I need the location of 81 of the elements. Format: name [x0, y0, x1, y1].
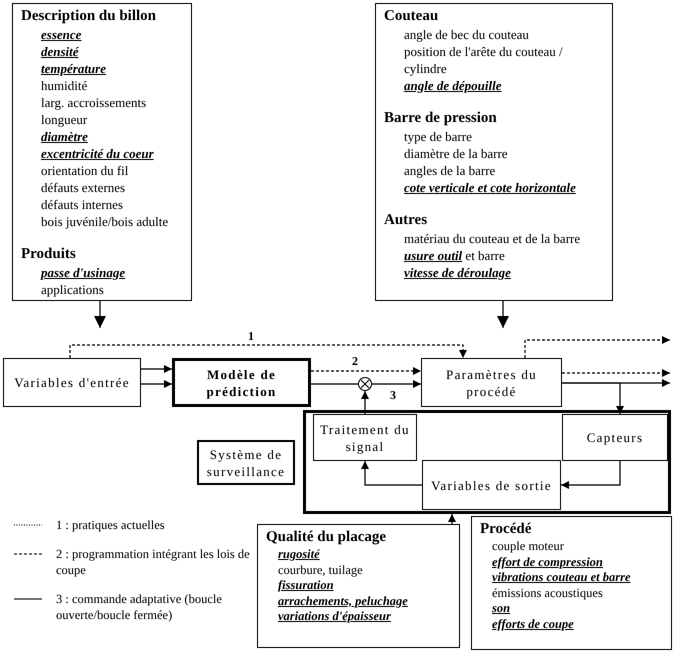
- system-frame: [303, 410, 671, 514]
- list-item: cote verticale et cote horizontale: [403, 179, 577, 196]
- section-heading: Autres: [384, 211, 428, 230]
- list-item: diamètre: [40, 128, 89, 145]
- arrow: [562, 379, 670, 387]
- box-label: Modèle de prédiction: [205, 366, 278, 400]
- box-label: Variables d'entrée: [14, 374, 130, 391]
- list-item: défauts internes: [40, 196, 124, 213]
- arrow: [561, 461, 621, 489]
- info-box: [375, 3, 613, 301]
- list-item: diamètre de la barre: [403, 145, 509, 162]
- arrow: [372, 380, 421, 388]
- process-box: [172, 358, 311, 407]
- list-item: type de barre: [403, 128, 473, 145]
- list-item: arrachements, peluchage: [277, 594, 409, 609]
- section-heading: Description du billon: [21, 7, 158, 26]
- arrow: [141, 380, 172, 388]
- edge-label: 3: [388, 389, 398, 402]
- box-label: Capteurs: [586, 429, 644, 446]
- list-item: angle de dépouille: [403, 77, 502, 94]
- list-item: courbure, tuilage: [277, 562, 364, 578]
- list-item: orientation du fil: [40, 162, 130, 179]
- section-heading: Barre de pression: [384, 109, 498, 128]
- list-item: fissuration: [277, 578, 335, 594]
- list-item: bois juvénile/bois adulte: [40, 213, 170, 230]
- arrow: [361, 461, 422, 486]
- list-item: son: [491, 601, 512, 616]
- arrow: [497, 301, 509, 328]
- arrow: [448, 514, 456, 524]
- arrow: [524, 336, 670, 358]
- info-box: [12, 3, 192, 301]
- box-label: Traitement du signal: [319, 420, 411, 454]
- section-heading: Qualité du placage: [266, 528, 388, 547]
- list-item: variations d'épaisseur: [277, 609, 392, 624]
- info-box: [257, 524, 460, 648]
- edge-label: 1: [246, 330, 256, 343]
- process-box: [3, 358, 141, 407]
- arrow: [141, 365, 172, 373]
- legend-text: 2 : programmation intégrant les lois de coupe: [55, 546, 251, 578]
- list-item: essence: [40, 26, 82, 43]
- info-box: [471, 516, 672, 650]
- list-item: émissions acoustiques: [491, 586, 604, 601]
- section-heading: Couteau: [384, 7, 440, 26]
- process-box: [421, 358, 562, 407]
- process-box: [562, 414, 668, 461]
- list-item: efforts de coupe: [491, 616, 575, 632]
- list-item: température: [40, 60, 107, 77]
- section-heading: Procédé: [480, 520, 532, 539]
- arrow: [562, 369, 670, 377]
- process-box: [197, 440, 295, 485]
- legend-text: 1 : pratiques actuelles: [55, 517, 165, 533]
- list-item: excentricité du coeur: [40, 145, 155, 162]
- arrow: [94, 301, 106, 328]
- list-item: vibrations couteau et barre: [491, 570, 632, 586]
- box-label: Variables de sortie: [431, 476, 552, 494]
- process-box: [313, 414, 417, 461]
- list-item: effort de compression: [491, 554, 604, 570]
- process-box: [422, 460, 561, 510]
- box-label: Système de surveillance: [206, 446, 286, 480]
- list-item: angles de la barre: [403, 162, 496, 179]
- list-item: défauts externes: [40, 179, 126, 196]
- arrow: [311, 367, 421, 375]
- list-item: matériau du couteau et de la barre: [403, 230, 582, 247]
- list-item: larg. accroissements: [40, 94, 148, 111]
- list-item: densité: [40, 43, 80, 60]
- box-label: Paramètres du procédé: [445, 366, 538, 400]
- list-item: vitesse de déroulage: [403, 264, 512, 281]
- list-item: applications: [40, 281, 105, 298]
- arrow: [69, 344, 467, 358]
- list-item: longueur: [40, 111, 88, 128]
- list-item: couple moteur: [491, 539, 565, 554]
- list-item: angle de bec du couteau: [403, 26, 530, 43]
- list-item: humidité: [40, 77, 88, 94]
- list-item: passe d'usinage: [39, 264, 126, 281]
- section-heading: Produits: [21, 245, 77, 264]
- arrow: [361, 391, 369, 414]
- list-item: usure outil et barre: [403, 247, 506, 264]
- list-item: rugosité: [277, 547, 321, 562]
- edge-label: 2: [350, 355, 360, 368]
- multiplier-circle: [358, 377, 372, 391]
- legend-text: 3 : commande adaptative (boucle ouverte/boucle fermée): [55, 591, 223, 623]
